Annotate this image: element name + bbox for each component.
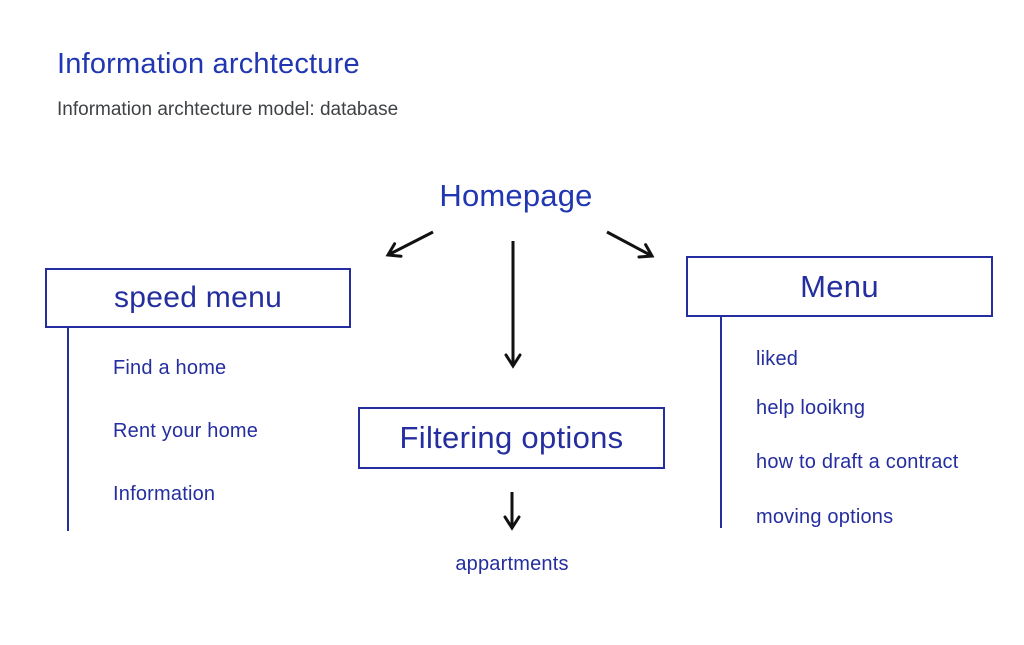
node-menu-label: Menu [800,268,879,304]
list-item-moving-options: moving options [756,506,894,528]
node-filtering-options: Filtering options [358,407,665,469]
node-speed-menu-label: speed menu [113,281,283,314]
arrow-homepage-to-speed-menu [385,230,434,258]
page-subtitle: Information archtecture model: database [57,99,399,120]
list-item-how-to-draft-a-contract: how to draft a contract [756,451,959,473]
arrow-homepage-to-menu [606,230,655,259]
list-item-liked: liked [756,348,799,370]
page-title: Information archtecture [57,48,360,80]
node-appartments: appartments [455,553,569,575]
node-filtering-options-label: Filtering options [399,420,624,455]
node-speed-menu: speed menu [45,268,351,328]
list-item-find-a-home: Find a home [113,357,227,379]
node-menu: Menu [686,256,993,317]
connector-speed-menu-items [67,328,69,531]
node-homepage: Homepage [439,178,593,213]
list-item-information: Information [113,483,216,505]
list-item-help-looikng: help looikng [756,397,866,419]
list-item-rent-your-home: Rent your home [113,420,259,442]
connector-menu-items [720,317,722,528]
